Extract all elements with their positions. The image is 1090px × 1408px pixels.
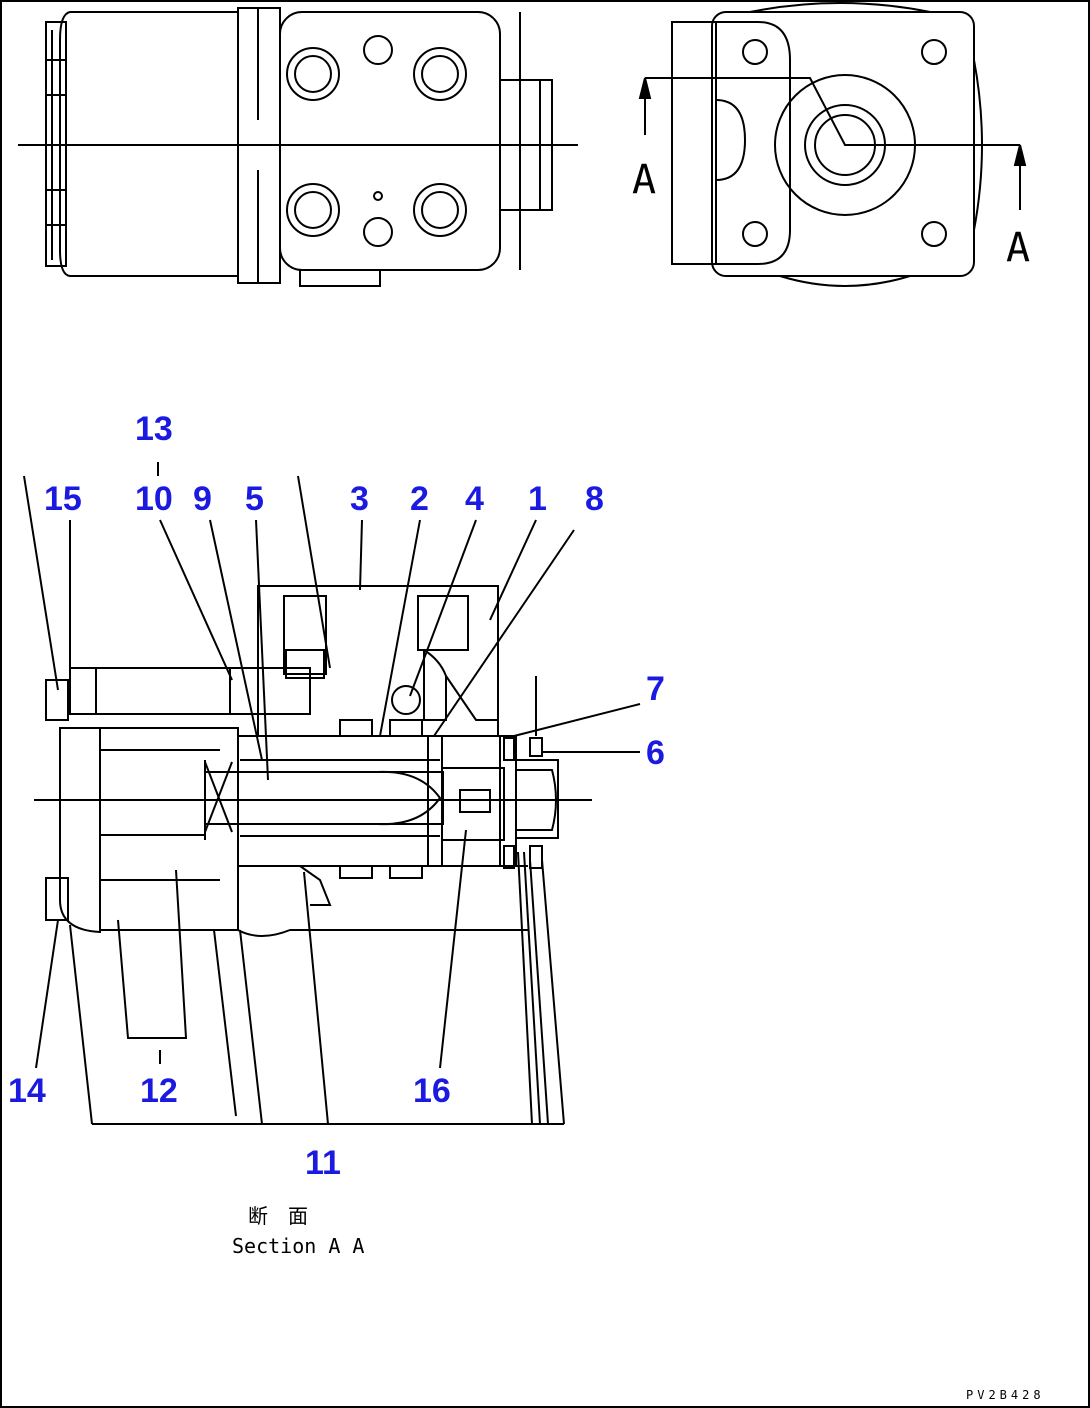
caption-english: Section A A — [232, 1234, 365, 1258]
callout-8: 8 — [585, 480, 604, 518]
callout-10: 10 — [135, 480, 173, 518]
callout-4: 4 — [465, 480, 484, 518]
callout-2: 2 — [410, 480, 429, 518]
side-view — [18, 7, 578, 287]
drawing-code: PV2B428 — [966, 1388, 1045, 1402]
section-mark-left: A — [632, 157, 657, 203]
callout-13: 13 — [135, 410, 173, 448]
callout-5: 5 — [245, 480, 264, 518]
section-view — [34, 585, 592, 937]
callout-15: 15 — [44, 480, 82, 518]
callout-14: 14 — [8, 1072, 46, 1110]
callout-11: 11 — [305, 1144, 341, 1182]
callout-12: 12 — [140, 1072, 178, 1110]
section-mark-right: A — [1006, 225, 1031, 271]
callout-3: 3 — [350, 480, 369, 518]
leader-lines — [23, 462, 641, 1125]
callout-1: 1 — [528, 480, 547, 518]
callout-7: 7 — [646, 670, 665, 708]
callout-9: 9 — [193, 480, 212, 518]
callout-6: 6 — [646, 734, 665, 772]
caption-japanese: 断 面 — [248, 1204, 313, 1228]
end-view — [638, 2, 1027, 287]
callout-16: 16 — [413, 1072, 451, 1110]
